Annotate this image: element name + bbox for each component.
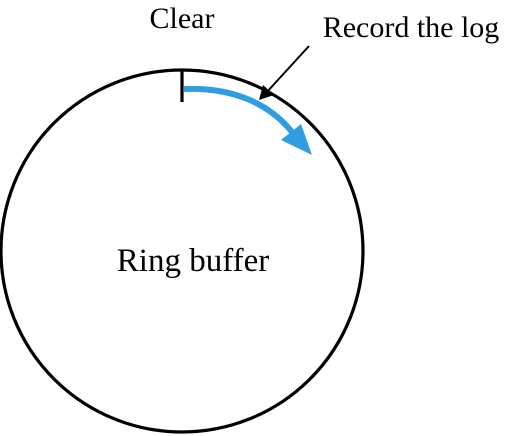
record-leader-line xyxy=(265,45,310,94)
record-leader-arrowhead xyxy=(259,85,274,100)
record-direction-arrowhead xyxy=(281,124,312,155)
ring-buffer-label: Ring buffer xyxy=(117,243,269,279)
clear-label: Clear xyxy=(150,2,215,35)
record-direction-arc xyxy=(183,85,295,134)
record-label: Record the log xyxy=(323,11,500,44)
